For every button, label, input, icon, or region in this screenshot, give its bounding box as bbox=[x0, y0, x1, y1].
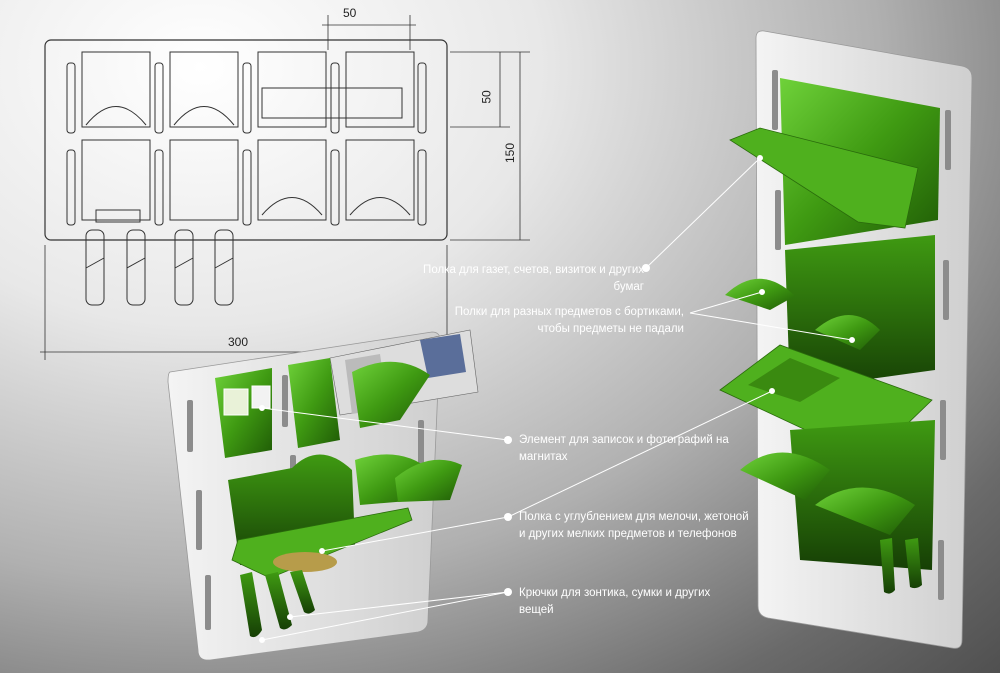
callout-rimmed-line-2: чтобы предметы не падали bbox=[537, 323, 684, 335]
render-right-rimmed-shelf-1 bbox=[725, 278, 795, 310]
callout-hooks-line-2: вещей bbox=[519, 604, 554, 616]
render-right-newspaper-shelf bbox=[729, 127, 919, 229]
render-right-rimmed-shelf-2 bbox=[815, 315, 880, 350]
render-left-hooks bbox=[240, 570, 315, 638]
render-left bbox=[167, 329, 479, 661]
dimension-top-width: 50 bbox=[343, 6, 357, 20]
callout-newspaper-line-1: Полка для газет, счетов, визиток и други… bbox=[423, 264, 644, 276]
callout-hooks-line-1: Крючки для зонтика, сумки и других bbox=[519, 587, 711, 599]
callout-dot-tray bbox=[504, 513, 512, 521]
drawing-slots bbox=[66, 62, 427, 226]
callout-dot-hooks bbox=[504, 588, 512, 596]
render-left-photo-2 bbox=[251, 385, 271, 409]
render-right-hooks bbox=[880, 538, 922, 594]
render-right-lower-shelf-1 bbox=[740, 452, 830, 500]
render-left-upper-shelf bbox=[352, 361, 430, 428]
callout-newspaper-line-2: бумаг bbox=[613, 281, 644, 293]
callout-dot-magnet bbox=[504, 436, 512, 444]
drawing-lower-modules bbox=[81, 139, 415, 223]
callout-hooks: Крючки для зонтика, сумки и других вещей bbox=[519, 585, 759, 619]
render-left-coins bbox=[273, 552, 337, 572]
drawing-outline bbox=[44, 39, 448, 241]
callout-newspaper-shelf: Полка для газет, счетов, визиток и други… bbox=[399, 262, 644, 296]
callout-rimmed-line-1: Полки для разных предметов с бортиками, bbox=[454, 306, 684, 318]
render-left-upper-module-2 bbox=[288, 358, 340, 448]
leader-lines bbox=[259, 155, 855, 643]
callout-rimmed-shelves: Полки для разных предметов с бортиками, … bbox=[428, 304, 684, 338]
drawing-hooks bbox=[85, 229, 234, 306]
render-left-photo-1 bbox=[223, 388, 249, 416]
callout-dot-newspaper bbox=[642, 264, 650, 272]
callout-dots bbox=[504, 264, 650, 596]
callout-tray-shelf: Полка с углублением для мелочи, жетоной … bbox=[519, 509, 779, 543]
callout-tray-line-1: Полка с углублением для мелочи, жетоной bbox=[519, 511, 749, 523]
dimension-unit-height: 150 bbox=[503, 142, 518, 164]
callout-magnet-board: Элемент для записок и фотографий на магн… bbox=[519, 432, 759, 466]
callout-magnet-line-1: Элемент для записок и фотографий на bbox=[519, 434, 729, 446]
callout-magnet-line-2: магнитах bbox=[519, 451, 568, 463]
dimension-slot-height: 50 bbox=[479, 90, 494, 104]
technical-drawing bbox=[40, 15, 530, 360]
render-left-side-shelf bbox=[395, 459, 462, 502]
render-right bbox=[719, 30, 973, 649]
callout-tray-line-2: и других мелких предметов и телефонов bbox=[519, 528, 737, 540]
render-right-lower-shelf-2 bbox=[815, 487, 915, 535]
render-right-middle-module bbox=[785, 235, 935, 390]
drawing-upper-modules bbox=[81, 51, 415, 128]
dimension-total-width: 300 bbox=[228, 335, 249, 349]
